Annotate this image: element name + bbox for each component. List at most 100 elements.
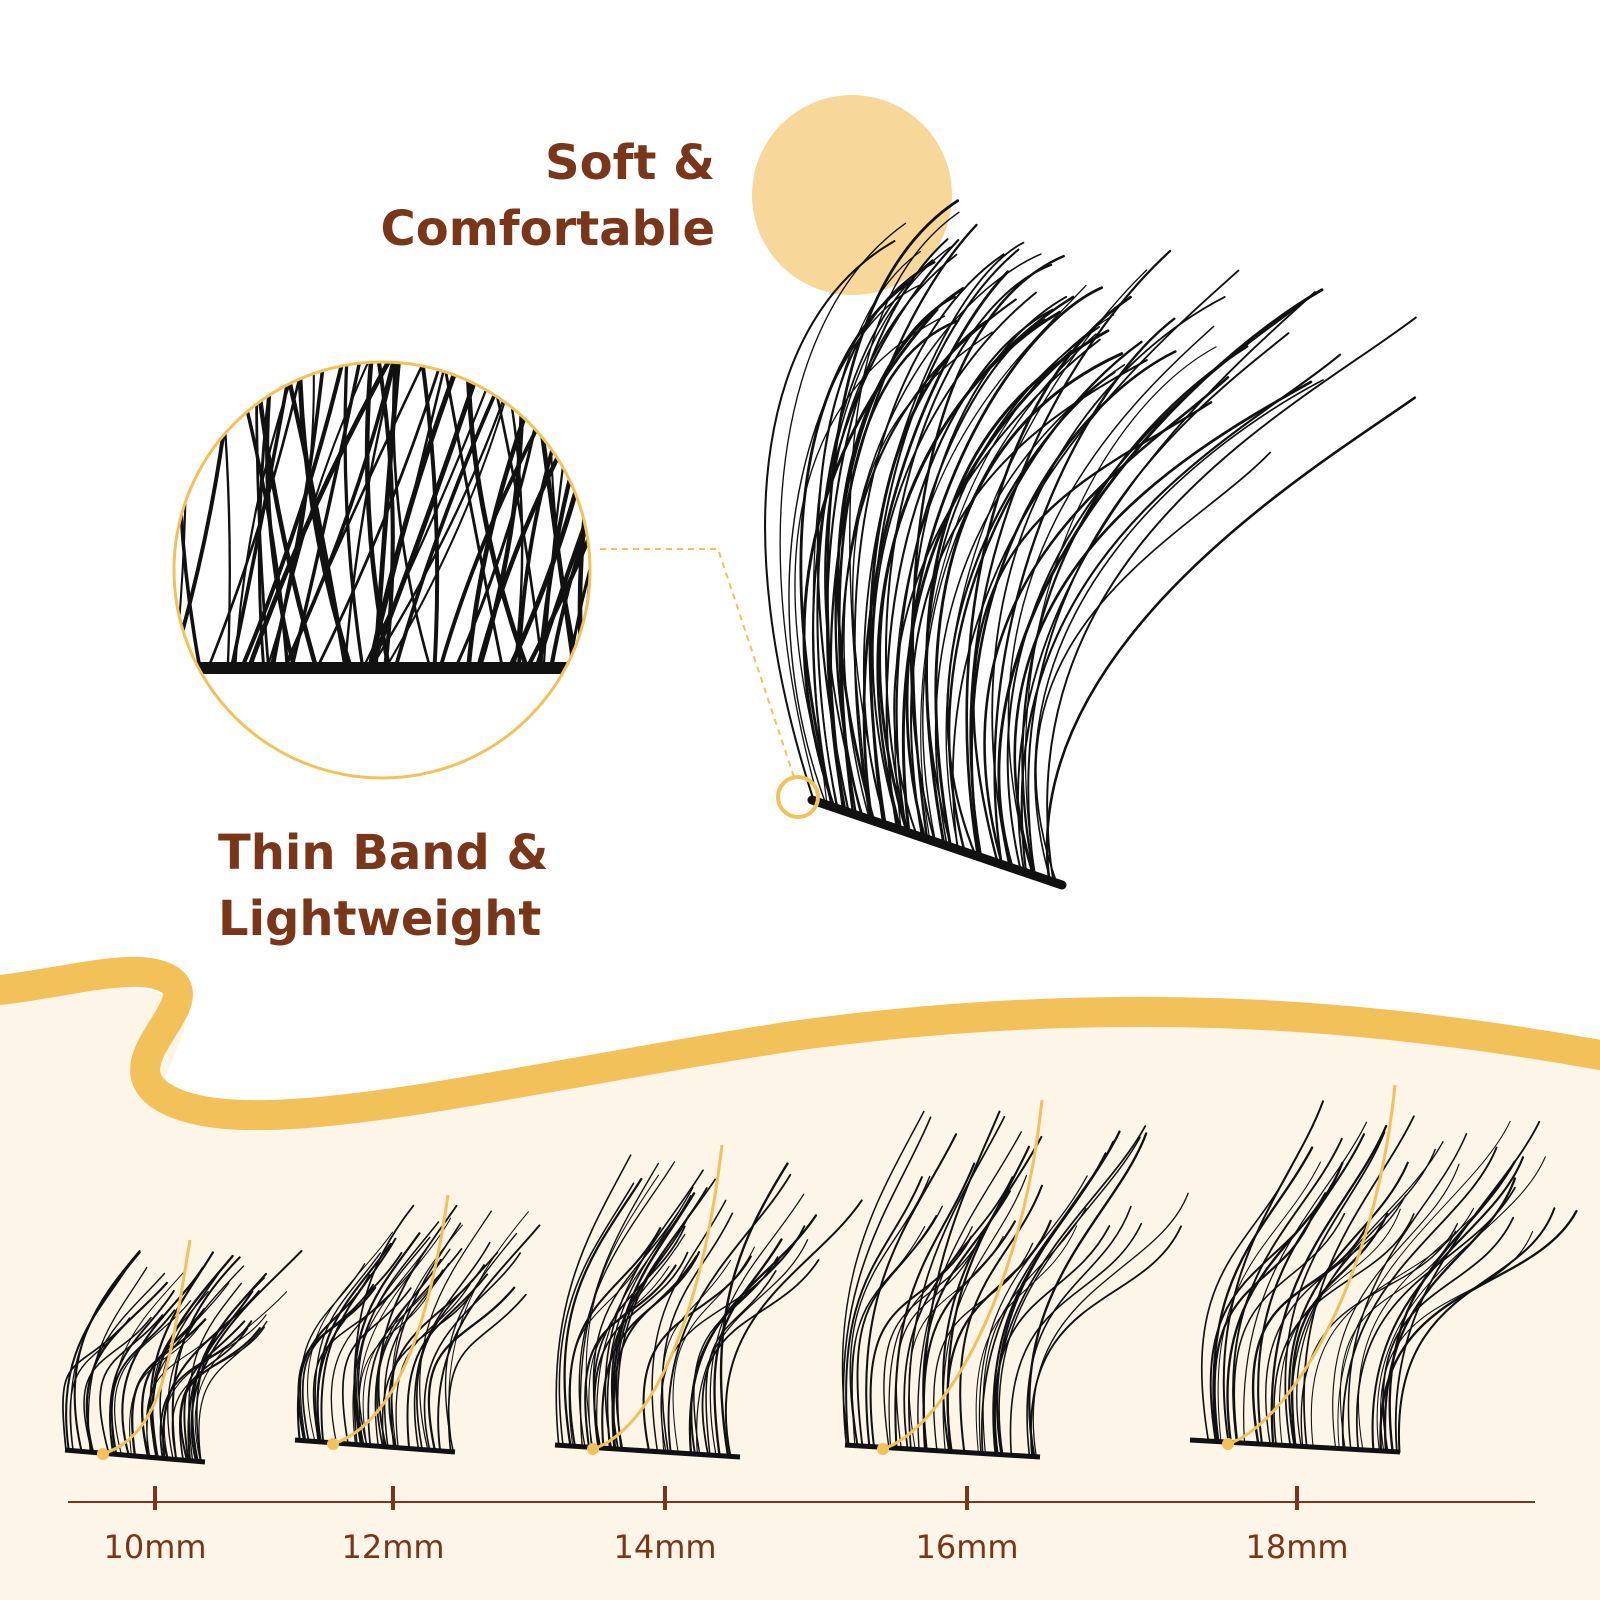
lash-strand (885, 308, 1054, 830)
lash-strand (330, 1259, 421, 1444)
lash-strand (108, 1289, 175, 1456)
lash-strand (1252, 1222, 1370, 1446)
lash-strand (1355, 1186, 1516, 1451)
lash-strand (1212, 1146, 1314, 1443)
lash-strand (167, 1265, 245, 1460)
lash-strand (1265, 1194, 1407, 1446)
lash-strand (996, 1130, 1121, 1456)
lash-strand (299, 1263, 366, 1442)
lash-strand (353, 1232, 421, 1447)
lash-strand (1310, 1207, 1475, 1448)
lash-strand (788, 284, 920, 806)
lash-strand (99, 1314, 164, 1455)
lash-strand (1284, 1131, 1386, 1447)
length-label: 18mm (1245, 1528, 1349, 1566)
lash-strand (1026, 1205, 1132, 1458)
lash-strand (764, 240, 896, 802)
lash-strand (320, 1237, 397, 1444)
lash-strand (1032, 1192, 1189, 1458)
lash-strand (114, 1300, 192, 1456)
lash-strand (868, 320, 988, 827)
lash-strand (836, 287, 965, 823)
length-guide (332, 1194, 450, 1446)
length-guide-dot (1222, 1438, 1234, 1450)
lash-strand (568, 1251, 647, 1447)
lash-strand (307, 1231, 393, 1443)
lash-strand (357, 1221, 440, 1447)
lash-strand (951, 269, 1240, 851)
lash-strand (975, 1225, 1078, 1454)
lash-strand (894, 1162, 976, 1450)
decor-circle (752, 95, 952, 295)
lash-strand (419, 1210, 492, 1451)
lash-strand (922, 1190, 1011, 1452)
lash-strand (465, 362, 530, 671)
lash-strand (1007, 325, 1215, 876)
lash-strand (1257, 1133, 1366, 1446)
lash-strand (615, 1187, 708, 1451)
lash-strand (893, 338, 1101, 837)
zoom-band (174, 662, 590, 674)
lash-strand (1034, 379, 1324, 883)
lash-strand (1213, 1212, 1315, 1443)
lash-cluster (841, 1099, 1189, 1460)
lash-strand (568, 1227, 662, 1448)
feature-thin-line1: Thin Band & (218, 825, 549, 881)
length-guide-dot (587, 1443, 599, 1455)
lash-strand (376, 1248, 463, 1448)
lash-cluster (554, 1144, 863, 1460)
lash-strand (1394, 1120, 1541, 1453)
lash-strand (395, 1283, 471, 1449)
lash-strand (1027, 332, 1290, 877)
lash-strand (661, 1212, 734, 1454)
lash-strand (1242, 1121, 1368, 1444)
lash-strand (1024, 346, 1217, 877)
lash-strand (865, 1133, 958, 1448)
lash-strand (163, 1314, 267, 1460)
lash-strand (965, 295, 1132, 858)
lash-strand (1347, 1133, 1468, 1450)
lash-strand (578, 1161, 676, 1448)
connector-dashed-line (600, 548, 795, 778)
lash-strand (272, 362, 375, 670)
lash-strand (869, 1235, 973, 1448)
lash-strand (1028, 1132, 1148, 1458)
lash-strand (69, 1317, 131, 1452)
lash-strand (65, 1263, 130, 1452)
gold-wave (0, 956, 1600, 1131)
lash-strand (368, 362, 450, 670)
lash-strand (905, 286, 1104, 840)
lash-strand (690, 1225, 806, 1456)
lash-strand (353, 1204, 415, 1446)
lash-strand (1226, 1161, 1344, 1444)
lash-strand (86, 1272, 166, 1453)
lash-strand (280, 362, 349, 671)
lash-strand (709, 1193, 805, 1457)
lash-strand (911, 254, 1065, 841)
lash-strand (942, 1175, 1028, 1452)
length-guide (882, 1099, 1044, 1451)
lash-strand (83, 1316, 152, 1454)
lash-strand (1045, 396, 1417, 882)
lash-strand (705, 1270, 777, 1456)
lash-strand (1332, 1163, 1460, 1449)
lash-strand (845, 1176, 923, 1447)
feature-soft-line2: Comfortable (380, 201, 715, 257)
lash-strand (191, 1272, 268, 1463)
lash-strand (1006, 291, 1318, 872)
lash-strand (1303, 1115, 1415, 1448)
lash-strand (1017, 291, 1316, 874)
lash-strand (537, 362, 590, 671)
length-label: 14mm (613, 1528, 717, 1566)
lash-strand (842, 1116, 932, 1446)
lash-strand (1341, 1146, 1498, 1450)
length-guide-dot (877, 1443, 889, 1455)
lash-strand (1009, 1222, 1143, 1457)
lash-strand (194, 1291, 288, 1463)
lash-cluster (1189, 1084, 1578, 1455)
lash-strand (907, 1115, 1006, 1450)
lash-strand (983, 376, 1230, 866)
lash-strand (945, 269, 1148, 851)
lash-strand (994, 1125, 1147, 1456)
